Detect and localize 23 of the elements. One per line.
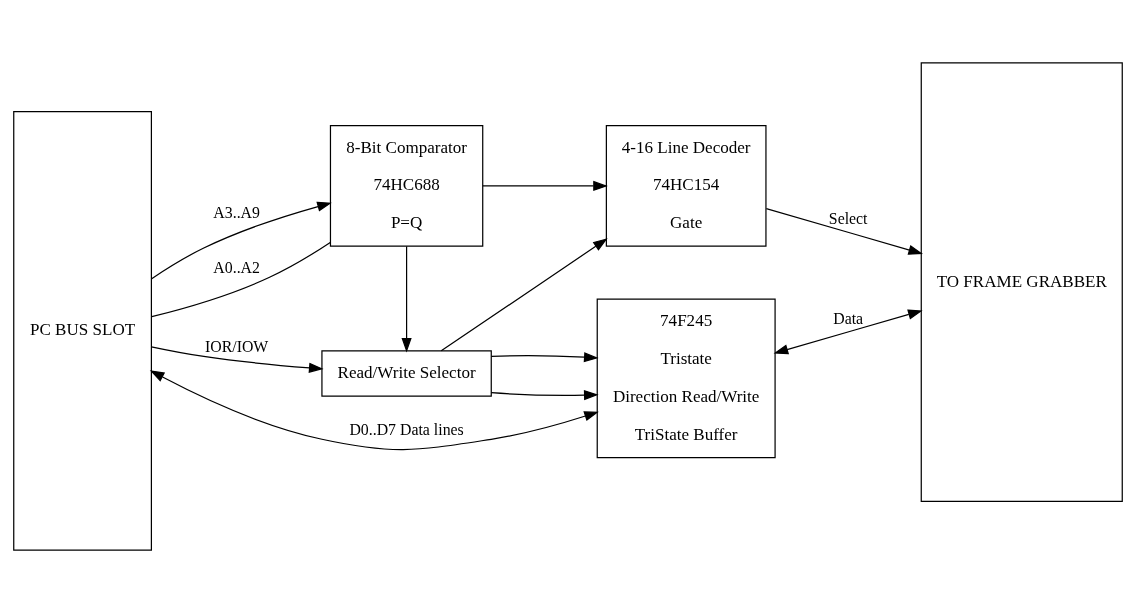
node-box: PC BUS SLOT xyxy=(13,110,152,551)
arrow xyxy=(151,201,332,279)
edge-label: Select xyxy=(828,209,868,227)
edge-label: A3..A9 xyxy=(213,203,260,221)
node-box: Read/Write Selector xyxy=(321,349,492,397)
edge-label: A0..A2 xyxy=(213,258,260,276)
edge-label: Data xyxy=(833,309,864,327)
arrow xyxy=(773,309,923,354)
edge-label: IOR/IOW xyxy=(205,337,269,355)
arrow xyxy=(482,180,608,191)
arrow xyxy=(490,351,599,362)
edge-label: D0..D7 Data lines xyxy=(349,420,464,438)
arrow xyxy=(401,245,412,353)
node-box: 4-16 Line Decoder 74HC154 Gate xyxy=(605,124,767,247)
connector xyxy=(151,241,331,317)
arrow xyxy=(490,389,599,400)
arrow xyxy=(440,237,608,351)
node-box: TO FRAME GRABBER xyxy=(920,61,1123,502)
arrow xyxy=(150,345,324,373)
node-box: 74F245 Tristate Direction Read/Write TriState Buffer xyxy=(596,298,776,458)
arrow xyxy=(765,207,924,255)
arrow xyxy=(149,369,599,450)
node-box: 8-Bit Comparator 74HC688 P=Q xyxy=(329,124,484,247)
